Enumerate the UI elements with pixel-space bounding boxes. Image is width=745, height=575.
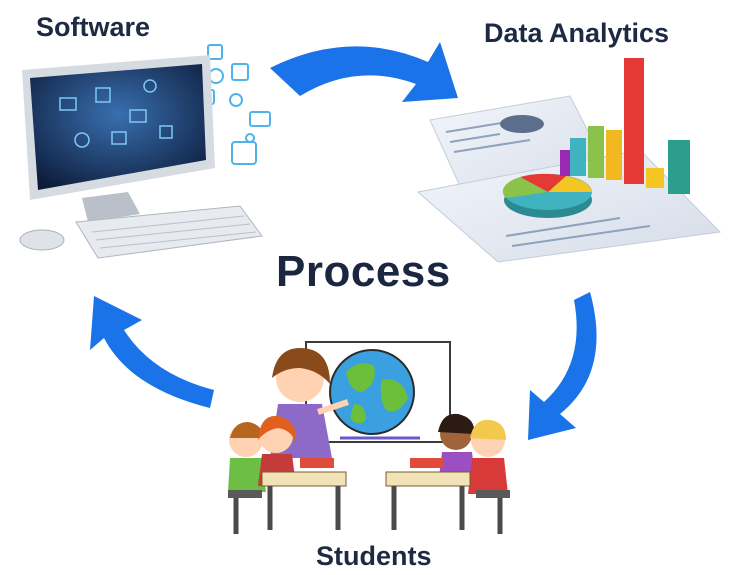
chart-icon: [416, 58, 722, 263]
software-label: Software: [36, 12, 151, 42]
arrow-software-to-analytics: [270, 42, 458, 102]
classroom-icon: [228, 341, 510, 534]
arrow-analytics-to-students: [528, 292, 597, 440]
arrow-students-to-software: [90, 296, 214, 408]
computer-icon: [19, 44, 271, 259]
students-label: Students: [316, 541, 432, 571]
data-analytics-label: Data Analytics: [484, 18, 670, 48]
process-label: Process: [276, 247, 451, 296]
